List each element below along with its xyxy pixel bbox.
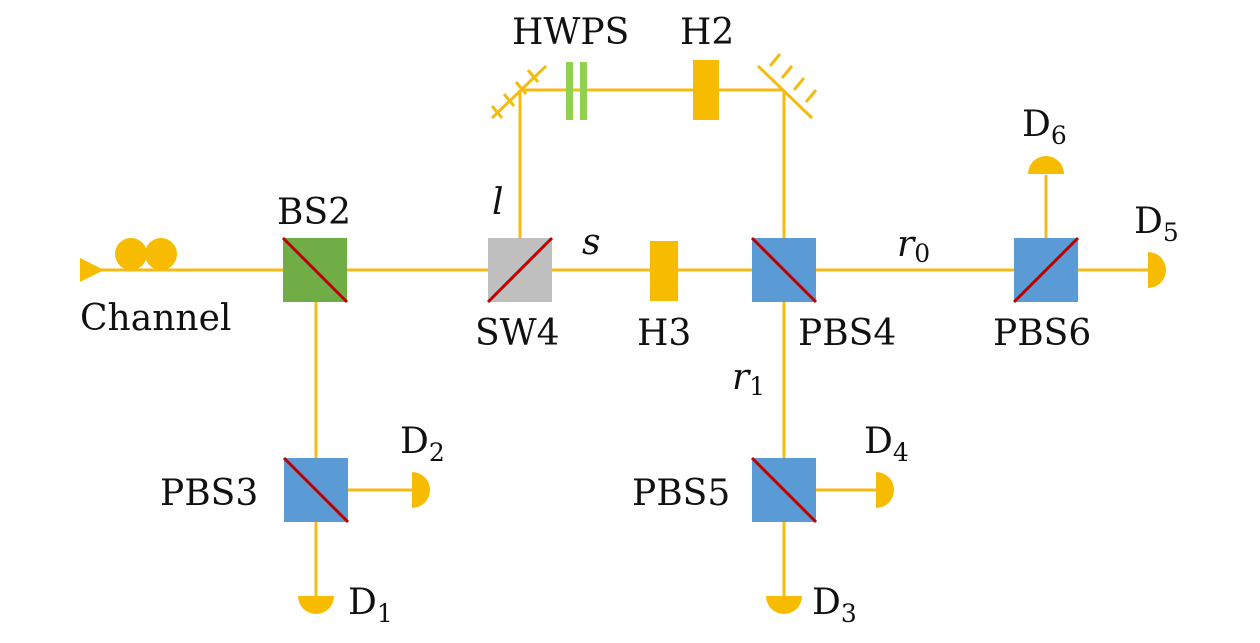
label-h2: H2 [680,12,734,53]
detector-icon-d6 [1028,156,1064,174]
label-pbs3: PBS3 [160,473,258,514]
detector-icon-d3 [766,596,802,614]
label-pbs6: PBS6 [993,313,1091,354]
bs2-mirror-line [281,236,349,304]
label-d1-sub: 1 [377,599,393,628]
pbs5-mirror-line [750,456,818,524]
beam-paths [80,88,1148,600]
label-d6-base: D [1022,104,1051,145]
label-path-l: l [492,182,504,223]
triangle-arrow-icon [80,258,104,282]
label-d3-sub: 3 [841,599,857,628]
label-d2-base: D [400,421,429,462]
pbs6-mirror-line [1012,236,1080,304]
label-path-r1-sub: 1 [749,372,765,401]
mirror-icon-right [756,53,818,120]
label-channel: Channel [80,298,231,339]
pbs3-mirror-line [282,456,350,524]
label-h3: H3 [637,313,691,354]
fiber-coil-icon [115,238,147,270]
label-d5-base: D [1134,201,1163,242]
hwps-plate-2 [580,62,587,120]
label-path-r1-base: r [732,357,751,398]
label-pbs5: PBS5 [632,473,730,514]
sw4-mirror-line [486,236,554,304]
detector-icon-d2 [412,472,430,508]
label-d2: D2 [400,421,445,467]
label-d5-sub: 5 [1163,218,1179,247]
fiber-coil-icon-2 [145,238,177,270]
detector-icon-d4 [876,472,894,508]
label-bs2: BS2 [277,192,351,233]
label-hwps: HWPS [512,12,629,53]
label-d4-sub: 4 [893,438,909,467]
label-pbs4: PBS4 [798,313,896,354]
label-d3: D3 [812,582,857,628]
label-sw4: SW4 [475,313,560,354]
label-d3-base: D [812,582,841,623]
label-d2-sub: 2 [429,438,445,467]
label-path-r0: r0 [897,224,930,268]
label-d4: D4 [864,421,909,467]
pbs4-mirror-line [750,236,818,304]
detector-icon-d5 [1148,252,1166,288]
label-d6: D6 [1022,104,1067,150]
hwps-plate-1 [566,62,573,120]
label-path-s: s [582,222,600,263]
label-path-r1: r1 [732,357,765,401]
h2-waveplate [693,60,719,120]
h3-waveplate [650,241,678,301]
label-d5: D5 [1134,201,1179,247]
label-d4-base: D [864,421,893,462]
label-d1: D1 [348,582,393,628]
label-path-r0-base: r [897,224,916,265]
label-d1-base: D [348,582,377,623]
mirror-icon-left [490,64,548,120]
label-d6-sub: 6 [1051,121,1067,150]
detector-icon-d1 [298,596,334,614]
label-path-r0-sub: 0 [914,239,930,268]
